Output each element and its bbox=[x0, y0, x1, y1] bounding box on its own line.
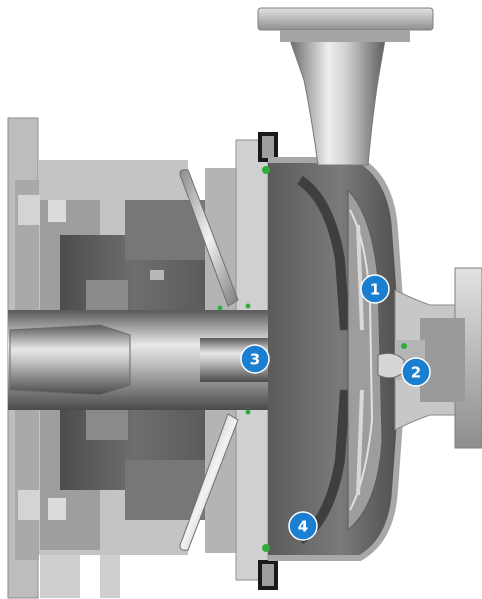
callout-4-label: 4 bbox=[298, 518, 308, 536]
callout-2: 2 bbox=[401, 357, 431, 387]
shaft bbox=[8, 310, 360, 410]
callout-3-label: 3 bbox=[250, 351, 260, 369]
callout-1-label: 1 bbox=[370, 281, 380, 299]
seal-rings bbox=[217, 166, 407, 552]
callout-3: 3 bbox=[240, 344, 270, 374]
callout-4: 4 bbox=[288, 511, 318, 541]
callout-2-label: 2 bbox=[411, 364, 421, 382]
suction-inlet bbox=[377, 267, 482, 449]
discharge-outlet bbox=[257, 7, 434, 166]
flush-pipes bbox=[179, 169, 239, 551]
callout-1: 1 bbox=[360, 274, 390, 304]
